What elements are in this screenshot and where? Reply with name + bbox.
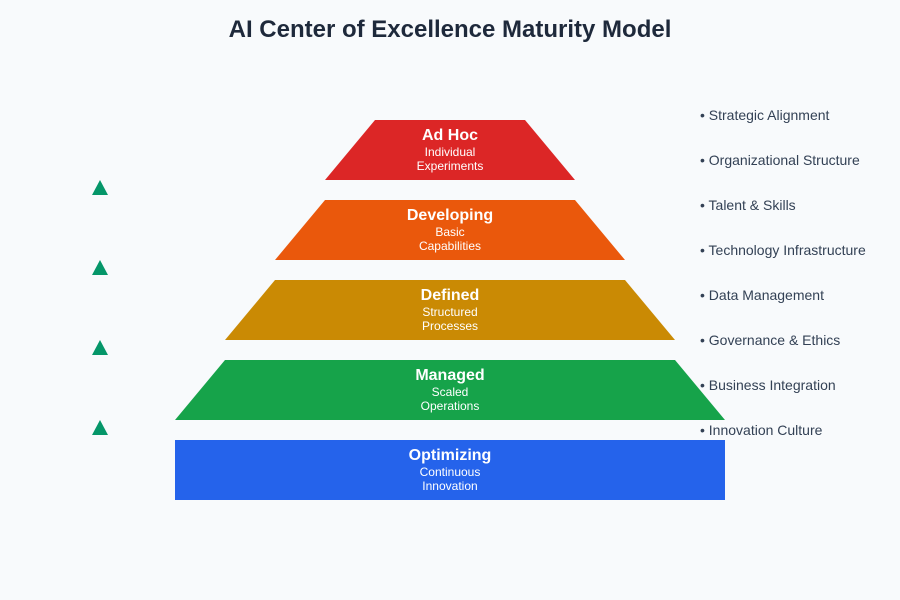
up-arrow-icon [92,340,108,355]
level-description: Innovation [422,479,478,493]
level-description: Processes [421,319,479,333]
up-arrow-icon [92,420,108,435]
level-defined: Defined Structured Processes [225,280,675,340]
level-name: Optimizing [408,447,492,464]
level-description: Operations [420,399,480,413]
level-managed: Managed Scaled Operations [175,360,725,420]
level-name: Ad Hoc [422,127,478,144]
dimension-item: • Innovation Culture [700,422,823,438]
level-name: Developing [406,207,494,224]
level-description: Individual [424,145,476,159]
level-description: Experiments [416,159,484,173]
level-name: Defined [420,287,480,304]
dimension-item: • Talent & Skills [700,197,796,213]
dimension-item: • Data Management [700,287,824,303]
dimension-item: • Business Integration [700,377,836,393]
up-arrow-icon [92,260,108,275]
level-description: Capabilities [418,239,482,253]
level-optimizing: Optimizing Continuous Innovation [175,440,725,500]
level-description: Continuous [419,465,481,479]
page-title: AI Center of Excellence Maturity Model [228,16,672,43]
up-arrow-icon [92,180,108,195]
level-developing: Developing Basic Capabilities [275,200,625,260]
level-description: Structured [422,305,478,319]
dimension-item: • Technology Infrastructure [700,242,866,258]
dimension-item: • Organizational Structure [700,152,860,168]
level-ad-hoc: Ad Hoc Individual Experiments [325,120,575,180]
level-name: Managed [415,367,485,384]
dimension-item: • Strategic Alignment [700,107,830,123]
dimension-item: • Governance & Ethics [700,332,841,348]
level-description: Scaled [431,385,469,399]
level-description: Basic [435,225,465,239]
